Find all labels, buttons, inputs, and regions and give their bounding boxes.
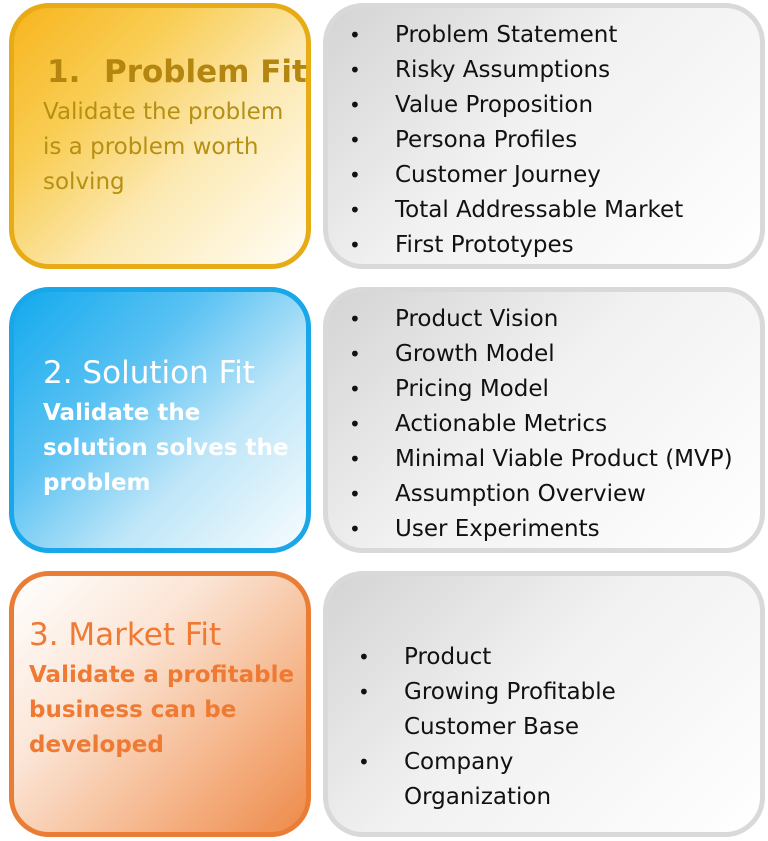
bullet-icon: •	[349, 163, 361, 187]
list-item: • Assumption Overview	[347, 477, 733, 512]
list-item: • Company Organization	[356, 745, 664, 815]
list-item: • Growing Profitable Customer Base	[356, 675, 664, 745]
list-item: • Pricing Model	[347, 372, 733, 407]
solution-fit-card: 2. Solution Fit Validate the solution so…	[9, 287, 311, 553]
market-fit-card: 3. Market Fit Validate a profitable busi…	[9, 571, 311, 837]
bullet-icon: •	[358, 680, 370, 704]
bullet-icon: •	[349, 58, 361, 82]
list-item-text: Actionable Metrics	[395, 411, 608, 437]
list-item-text: Problem Statement	[395, 22, 618, 48]
list-item: • Risky Assumptions	[347, 53, 683, 88]
list-item: • Minimal Viable Product (MVP)	[347, 442, 733, 477]
list-item: • Total Addressable Market	[347, 193, 683, 228]
list-item-text: Pricing Model	[395, 376, 549, 402]
bullet-icon: •	[349, 482, 361, 506]
problem-fit-title-text: Problem Fit	[104, 54, 307, 90]
problem-fit-number: 1.	[47, 54, 81, 90]
bullet-icon: •	[349, 233, 361, 257]
problem-fit-deliverables-list: • Problem Statement • Risky Assumptions • V…	[347, 18, 683, 263]
list-item: • First Prototypes	[347, 228, 683, 263]
list-item-text: Assumption Overview	[395, 481, 646, 507]
bullet-icon: •	[349, 93, 361, 117]
bullet-icon: •	[349, 412, 361, 436]
list-item-text: Persona Profiles	[395, 127, 578, 153]
list-item-text: Value Proposition	[395, 92, 594, 118]
list-item-text: Total Addressable Market	[395, 197, 684, 223]
bullet-icon: •	[349, 342, 361, 366]
bullet-icon: •	[349, 447, 361, 471]
problem-fit-card: 1. Problem Fit Validate the problem is a …	[9, 3, 311, 269]
list-item-text: Company Organization	[404, 749, 552, 810]
bullet-icon: •	[358, 645, 370, 669]
market-fit-title: 3. Market Fit	[29, 617, 222, 653]
list-item-text: First Prototypes	[395, 232, 574, 258]
list-item-text: Product	[404, 644, 492, 670]
market-fit-description: Validate a profitable business can be de…	[29, 662, 295, 758]
list-item: • Customer Journey	[347, 158, 683, 193]
solution-fit-deliverables-card: • Product Vision • Growth Model • Pricing M…	[323, 287, 765, 553]
list-item-text: Minimal Viable Product (MVP)	[395, 446, 733, 472]
problem-fit-title: 1. Problem Fit	[47, 54, 307, 90]
bullet-icon: •	[349, 198, 361, 222]
list-item-text: Risky Assumptions	[395, 57, 611, 83]
bullet-icon: •	[349, 517, 361, 541]
solution-fit-description: Validate the solution solves the problem	[43, 400, 289, 496]
list-item: • Persona Profiles	[347, 123, 683, 158]
list-item-text: Product Vision	[395, 306, 559, 332]
list-item-text: Customer Journey	[395, 162, 601, 188]
bullet-icon: •	[349, 23, 361, 47]
bullet-icon: •	[349, 128, 361, 152]
problem-fit-deliverables-card: • Problem Statement • Risky Assumptions • V…	[323, 3, 765, 269]
list-item: • Actionable Metrics	[347, 407, 733, 442]
list-item: • Growth Model	[347, 337, 733, 372]
bullet-icon: •	[358, 750, 370, 774]
list-item-text: Growing Profitable Customer Base	[404, 679, 616, 740]
list-item: • Value Proposition	[347, 88, 683, 123]
bullet-icon: •	[349, 377, 361, 401]
solution-fit-title: 2. Solution Fit	[43, 355, 255, 391]
problem-fit-description: Validate the problem is a problem worth …	[43, 99, 284, 195]
solution-fit-deliverables-list: • Product Vision • Growth Model • Pricing M…	[347, 302, 733, 547]
market-fit-deliverables-card: • Product • Growing Profitable Customer Ba…	[323, 571, 765, 837]
bullet-icon: •	[349, 307, 361, 331]
list-item-text: User Experiments	[395, 516, 600, 542]
list-item: • Problem Statement	[347, 18, 683, 53]
list-item: • User Experiments	[347, 512, 733, 547]
list-item-text: Growth Model	[395, 341, 555, 367]
market-fit-deliverables-list: • Product • Growing Profitable Customer Ba…	[356, 640, 664, 815]
list-item: • Product Vision	[347, 302, 733, 337]
list-item: • Product	[356, 640, 664, 675]
